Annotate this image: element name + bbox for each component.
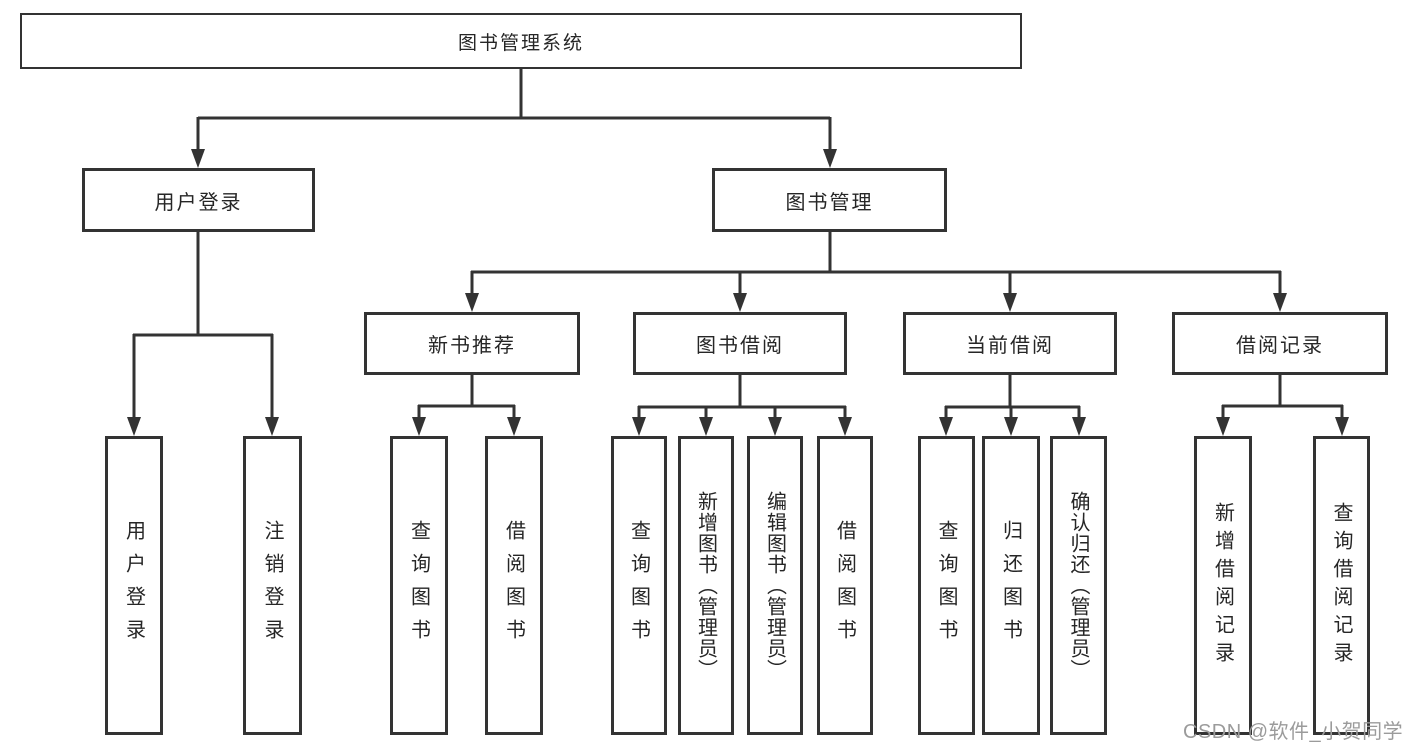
leaf-query-books-recommend: 查询图书: [390, 436, 448, 735]
node-current-borrow: 当前借阅: [903, 312, 1117, 375]
connector-new-book-recommend-to-children: [412, 375, 521, 436]
arrowhead-icon: [1273, 293, 1287, 312]
arrowhead-icon: [412, 417, 426, 436]
csdn-watermark: CSDN @软件_小贺同学: [1183, 721, 1404, 743]
arrowhead-icon: [632, 417, 646, 436]
arrowhead-icon: [1216, 417, 1230, 436]
leaf-edit-book-admin: 编辑图书（管理员）: [747, 436, 803, 735]
arrowhead-icon: [1003, 293, 1017, 312]
connector-current-borrow-to-children: [939, 375, 1086, 436]
leaf-query-books-current: 查询图书: [918, 436, 975, 735]
leaf-confirm-return-admin: 确认归还（管理员）: [1050, 436, 1107, 735]
arrowhead-icon: [1072, 417, 1086, 436]
arrowhead-icon: [127, 417, 141, 436]
leaf-borrow-books-recommend: 借阅图书: [485, 436, 543, 735]
leaf-query-borrow-record: 查询借阅记录: [1313, 436, 1370, 735]
connector-book-borrow-to-children: [632, 375, 852, 436]
leaf-label: 查询图书: [935, 519, 957, 652]
connector-borrow-records-to-children: [1216, 375, 1349, 436]
connector-root-to-level2: [191, 69, 837, 168]
node-book-borrow: 图书借阅: [633, 312, 847, 375]
node-root-system: 图书管理系统: [20, 13, 1022, 69]
arrowhead-icon: [1335, 417, 1349, 436]
node-new-book-recommend: 新书推荐: [364, 312, 580, 375]
leaf-label: 新增借阅记录: [1211, 501, 1234, 670]
arrowhead-icon: [507, 417, 521, 436]
leaf-label: 用户登录: [122, 519, 145, 652]
arrowhead-icon: [768, 417, 782, 436]
leaf-add-borrow-record: 新增借阅记录: [1194, 436, 1252, 735]
leaf-add-book-admin: 新增图书（管理员）: [678, 436, 734, 735]
arrowhead-icon: [823, 149, 837, 168]
leaf-borrow-books: 借阅图书: [817, 436, 873, 735]
leaf-label: 借阅图书: [502, 519, 525, 652]
leaf-label: 查询借阅记录: [1330, 501, 1352, 670]
arrowhead-icon: [733, 293, 747, 312]
leaf-label: 注销登录: [261, 519, 283, 652]
arrowhead-icon: [939, 417, 953, 436]
leaf-user-login: 用户登录: [105, 436, 163, 735]
node-borrow-records: 借阅记录: [1172, 312, 1388, 375]
leaf-return-book: 归还图书: [982, 436, 1040, 735]
leaf-label: 借阅图书: [833, 519, 856, 652]
leaf-label: 新增图书（管理员）: [694, 491, 717, 680]
leaf-logout: 注销登录: [243, 436, 302, 735]
arrowhead-icon: [265, 417, 279, 436]
leaf-label: 查询图书: [627, 519, 650, 652]
arrowhead-icon: [465, 293, 479, 312]
arrowhead-icon: [699, 417, 713, 436]
arrowhead-icon: [1004, 417, 1018, 436]
connector-user-login-to-children: [127, 232, 279, 436]
connector-book-management-to-level3: [465, 232, 1287, 312]
node-user-login: 用户登录: [82, 168, 315, 232]
leaf-label: 归还图书: [999, 519, 1022, 652]
leaf-query-books-borrow: 查询图书: [611, 436, 667, 735]
leaf-label: 编辑图书（管理员）: [763, 491, 786, 680]
arrowhead-icon: [191, 149, 205, 168]
arrowhead-icon: [838, 417, 852, 436]
node-book-management: 图书管理: [712, 168, 947, 232]
leaf-label: 确认归还（管理员）: [1067, 491, 1089, 680]
leaf-label: 查询图书: [407, 519, 430, 652]
